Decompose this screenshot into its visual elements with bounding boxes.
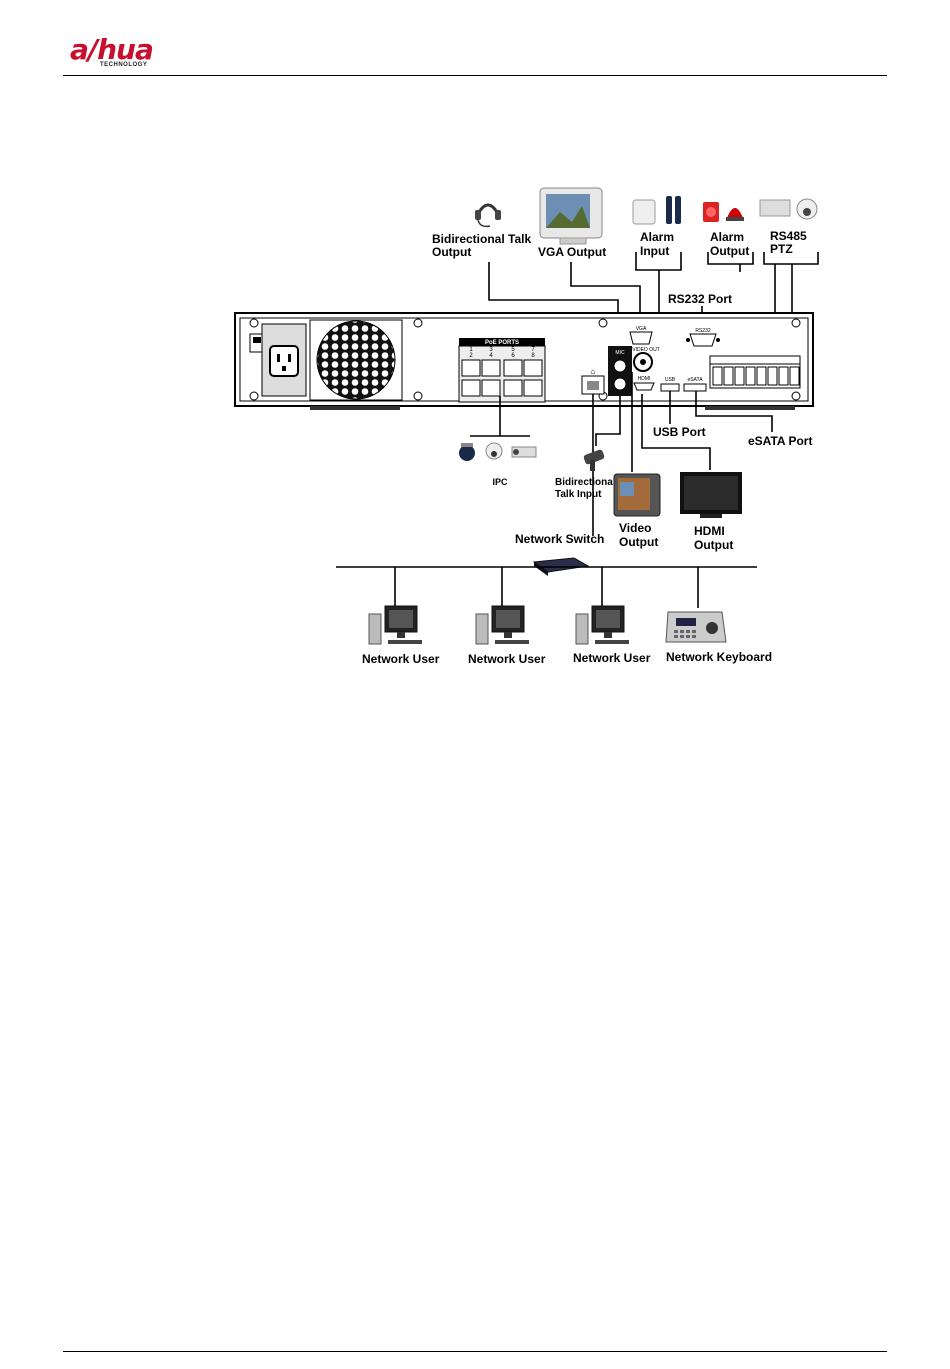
label-alarm-output-1: Alarm — [710, 230, 744, 244]
hdmi-text: HDMI — [638, 376, 651, 382]
network-user-pc-icon — [475, 605, 529, 645]
svg-text:⌂: ⌂ — [591, 367, 596, 376]
video-monitor-icon — [613, 473, 661, 517]
label-bidirectional-talk-output-2: Output — [432, 245, 471, 259]
label-bidirectional-talk-output-1: Bidirectional Talk — [432, 232, 531, 246]
label-vga-output: VGA Output — [538, 245, 606, 259]
microphone-icon — [583, 449, 605, 471]
label-network-keyboard: Network Keyboard — [666, 650, 772, 664]
footer-rule — [63, 1351, 887, 1352]
vga-text: VGA — [636, 326, 647, 332]
label-esata-port: eSATA Port — [748, 434, 812, 448]
label-usb-port: USB Port — [653, 425, 706, 439]
network-user-pc-icon — [368, 605, 422, 645]
label-alarm-output-2: Output — [710, 244, 749, 258]
label-video-output-1: Video — [619, 521, 651, 535]
poe-port-num: 6 — [511, 353, 515, 359]
label-alarm-input-1: Alarm — [640, 230, 674, 244]
esata-port: eSATA — [683, 377, 707, 392]
label-network-user-2: Network User — [468, 652, 546, 666]
ptz-camera-icon — [759, 198, 818, 220]
label-bidirectional-talk-input-2: Talk Input — [555, 489, 602, 500]
poe-port-num: 7 — [531, 347, 535, 353]
hdmi-tv-icon — [680, 472, 742, 518]
label-hdmi-output-1: HDMI — [694, 524, 725, 538]
poe-port-num: 3 — [489, 347, 493, 353]
rs232-port: RS232 — [686, 328, 720, 347]
audio-jacks: MIC — [608, 346, 632, 396]
video-out-text: VIDEO OUT — [632, 347, 660, 353]
rs232-text: RS232 — [695, 328, 711, 334]
video-out-bnc: VIDEO OUT — [632, 347, 660, 372]
logo-wordmark: a/hua — [70, 33, 154, 66]
network-bus-lines — [336, 566, 757, 608]
network-switch-icon — [532, 557, 590, 576]
label-alarm-input-2: Input — [640, 244, 669, 258]
hdmi-port: HDMI — [633, 376, 655, 391]
header-rule — [63, 75, 887, 76]
poe-port-num: 1 — [469, 347, 473, 353]
label-video-output-2: Output — [619, 535, 658, 549]
ipc-cameras-icon — [459, 442, 537, 461]
mic-text: MIC — [615, 350, 625, 356]
vga-monitor-icon — [539, 187, 603, 245]
logo-subtext: TECHNOLOGY — [100, 62, 148, 68]
label-network-user-3: Network User — [573, 651, 651, 665]
network-user-pc-icon — [575, 605, 629, 645]
label-rs232-port: RS232 Port — [668, 292, 732, 306]
label-hdmi-output-2: Output — [694, 538, 733, 552]
esata-text: eSATA — [687, 377, 703, 383]
label-network-user-1: Network User — [362, 652, 440, 666]
usb-text: USB — [665, 377, 676, 383]
poe-ports-block: PoE PORTS 1 3 5 7 2 4 6 8 — [458, 338, 546, 403]
label-rs485-1: RS485 — [770, 229, 807, 243]
poe-port-num: 8 — [531, 353, 535, 359]
poe-ports-title: PoE PORTS — [485, 340, 519, 346]
alarm-siren-icon — [703, 202, 744, 222]
power-socket — [261, 323, 307, 397]
dahua-logo: a/hua TECHNOLOGY — [70, 34, 190, 72]
alarm-terminal-block — [709, 355, 801, 389]
vga-port: VGA — [629, 326, 653, 345]
label-rs485-2: PTZ — [770, 242, 793, 256]
poe-port-num: 2 — [469, 353, 473, 359]
label-bidirectional-talk-input-1: Bidirectional — [555, 477, 616, 488]
network-keyboard-icon — [665, 611, 727, 643]
fan-grille — [309, 319, 403, 401]
poe-port-num: 4 — [489, 353, 493, 359]
headset-icon — [475, 203, 501, 228]
label-ipc: IPC — [492, 477, 508, 487]
alarm-sensors-icon — [632, 196, 681, 225]
poe-port-num: 5 — [511, 347, 515, 353]
label-network-switch: Network Switch — [515, 532, 604, 546]
